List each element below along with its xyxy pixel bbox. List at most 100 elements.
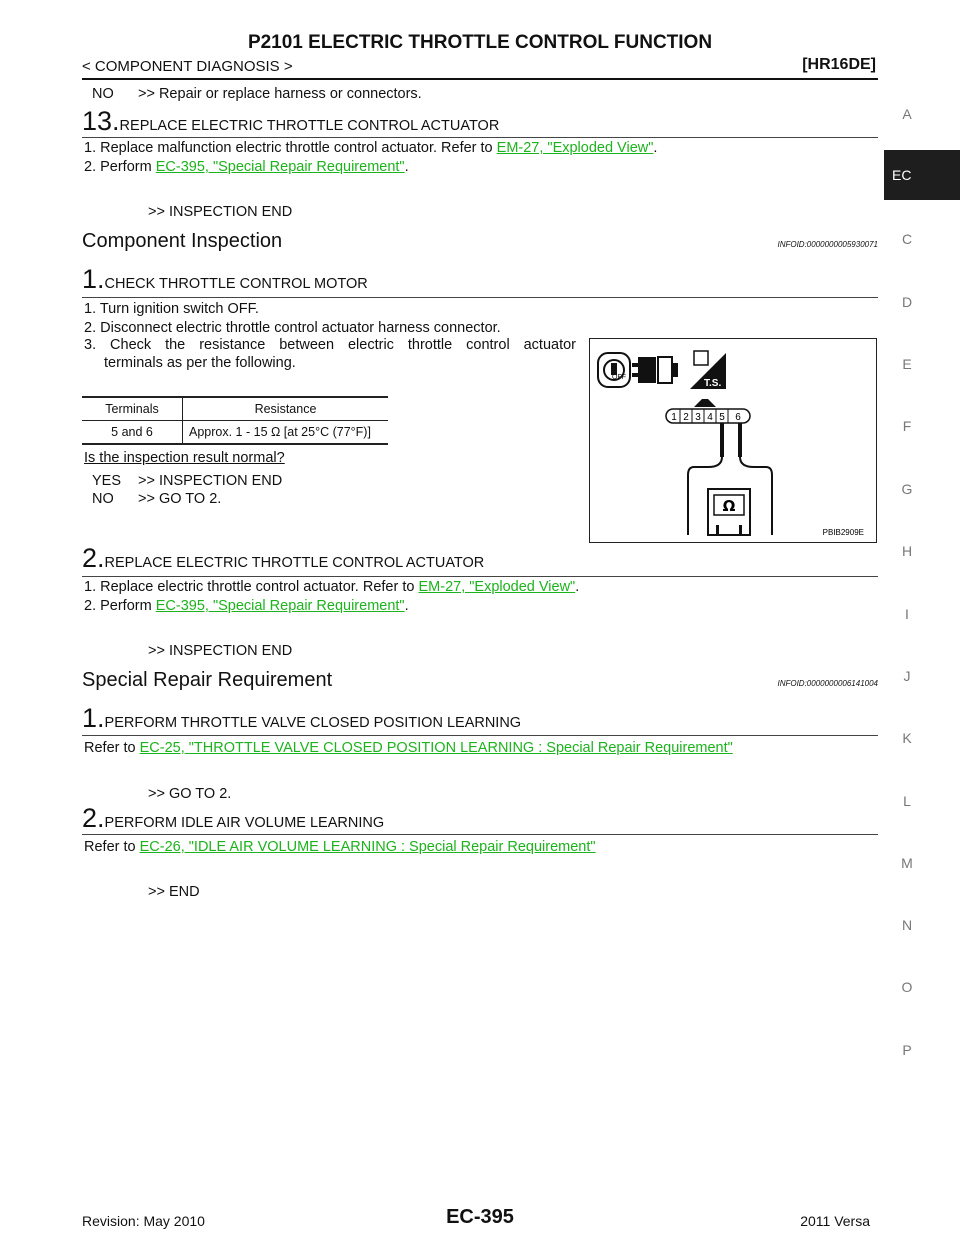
section-title-component-inspection: Component Inspection [82,230,283,252]
item-end: . [404,159,409,175]
terminal-label: 4 [707,412,713,423]
step-title: PERFORM THROTTLE VALVE CLOSED POSITION L… [104,715,522,731]
link-em27-exploded-view[interactable]: EM-27, "Exploded View" [496,140,654,156]
sr-step-1-result: >> GO TO 2. [148,786,232,802]
sr-step-1-heading: 1.PERFORM THROTTLE VALVE CLOSED POSITION… [82,703,521,734]
step-title: REPLACE ELECTRIC THROTTLE CONTROL ACTUAT… [119,118,500,134]
step-number: 1. [82,264,105,294]
info-id: INFOID:0000000006141004 [777,679,878,688]
breadcrumb: < COMPONENT DIAGNOSIS > [82,58,293,75]
table-cell: Approx. 1 - 15 Ω [at 25°C (77°F)] [189,425,371,439]
item-end: . [575,579,580,595]
ci-step-2-result: >> INSPECTION END [148,643,293,659]
no-text: >> GO TO 2. [138,491,222,507]
off-label: OFF [612,374,626,381]
sr-step-1-refer: Refer to EC-25, "THROTTLE VALVE CLOSED P… [84,740,733,756]
ci-step-2-heading: 2.REPLACE ELECTRIC THROTTLE CONTROL ACTU… [82,543,484,574]
step-rule [82,834,878,835]
step-number: 1. [82,703,105,733]
ci-step-1-item-1: 1. Turn ignition switch OFF. [84,301,259,317]
step-rule [82,735,878,736]
sidebar-tab-ec-active[interactable]: EC [884,150,960,200]
item-end: . [653,140,658,156]
engine-code: [HR16DE] [802,56,876,73]
table-row: 5 and 6 Approx. 1 - 15 Ω [at 25°C (77°F)… [82,421,388,443]
sidebar-tab-i[interactable]: I [905,606,909,622]
footer-model: 2011 Versa [800,1213,870,1229]
link-ec395-special-repair[interactable]: EC-395, "Special Repair Requirement" [155,159,405,175]
step-rule [82,137,878,138]
disconnect-connector-icon [632,356,678,384]
ci-step-1-item-3-cont: terminals as per the following. [104,355,296,371]
refer-text: Refer to [84,839,140,855]
sidebar-tab-j[interactable]: J [903,668,911,684]
yes-label: YES [92,473,122,489]
sr-step-2-refer: Refer to EC-26, "IDLE AIR VOLUME LEARNIN… [84,839,596,855]
info-id: INFOID:0000000005930071 [777,240,878,249]
step-title: CHECK THROTTLE CONTROL MOTOR [104,276,368,292]
yes-text: >> INSPECTION END [138,473,283,489]
terminal-label: 2 [683,412,689,423]
sidebar-tab-l[interactable]: L [903,793,911,809]
terminal-connector: 1 2 3 4 5 6 [665,399,751,424]
meter-probes [687,423,773,535]
ci-step-1-item-3: 3. Check the resistance between electric… [84,337,576,353]
sidebar-tab-p[interactable]: P [902,1042,912,1058]
header-rule [82,78,878,80]
item-text: 1. Replace malfunction electric throttle… [84,140,497,156]
ci-step-2-item-1: 1. Replace electric throttle control act… [84,579,579,595]
terminal-side-connector-icon: T.S. [690,350,726,389]
ci-step-1-item-2: 2. Disconnect electric throttle control … [84,320,501,336]
refer-text: Refer to [84,740,140,756]
table-header-cell: Resistance [254,402,317,416]
step-number: 13. [82,106,120,136]
step-rule [82,576,878,577]
section-title-special-repair: Special Repair Requirement [82,669,333,691]
intro-no-label: NO [92,86,114,102]
sidebar-tab-d[interactable]: D [901,294,913,310]
inspection-question: Is the inspection result normal? [84,450,285,466]
sidebar-tab-a[interactable]: A [902,106,912,122]
table-header-row: Terminals Resistance [82,398,388,420]
link-ec395-special-repair[interactable]: EC-395, "Special Repair Requirement" [155,598,405,614]
terminal-label: 3 [695,412,701,423]
table-cell: 5 and 6 [82,421,183,443]
sidebar-tab-h[interactable]: H [901,543,913,559]
step-13-result: >> INSPECTION END [148,204,293,220]
step-13-heading: 13.REPLACE ELECTRIC THROTTLE CONTROL ACT… [82,106,499,137]
terminal-label: 6 [735,412,741,423]
step-13-item-2: 2. Perform EC-395, "Special Repair Requi… [84,159,409,175]
sidebar-tab-e[interactable]: E [902,356,912,372]
resistance-spec-table: Terminals Resistance 5 and 6 Approx. 1 -… [82,396,388,445]
sr-step-2-result: >> END [148,884,200,900]
figure-diagram: OFF T.S. 1 2 3 4 5 6 [597,350,864,537]
sidebar-tab-o[interactable]: O [901,979,913,995]
sidebar-tab-n[interactable]: N [901,917,913,933]
terminal-label: 1 [671,412,677,423]
item-text: 2. Perform [84,598,156,614]
step-number: 2. [82,803,105,833]
footer-page-number: EC-395 [446,1206,514,1228]
ohm-symbol: Ω [723,497,736,515]
item-text: 1. Replace electric throttle control act… [84,579,419,595]
link-ec26-idle-air-volume-learning[interactable]: EC-26, "IDLE AIR VOLUME LEARNING : Speci… [139,839,596,855]
step-number: 2. [82,543,105,573]
sidebar-tab-m[interactable]: M [901,855,913,871]
item-end: . [404,598,409,614]
figure-code: PBIB2909E [823,528,864,537]
item-text: 2. Perform [84,159,156,175]
sidebar-tab-f[interactable]: F [902,418,912,434]
step-title: PERFORM IDLE AIR VOLUME LEARNING [104,815,385,831]
sidebar-tab-g[interactable]: G [901,481,913,497]
page-title: P2101 ELECTRIC THROTTLE CONTROL FUNCTION [247,32,713,53]
ignition-off-icon: OFF [597,352,631,388]
sidebar-tab-k[interactable]: K [902,730,912,746]
table-header-cell: Terminals [82,398,183,420]
terminal-label: 5 [719,412,725,423]
link-em27-exploded-view[interactable]: EM-27, "Exploded View" [418,579,576,595]
step-13-item-1: 1. Replace malfunction electric throttle… [84,140,657,156]
link-ec25-throttle-valve-learning[interactable]: EC-25, "THROTTLE VALVE CLOSED POSITION L… [139,740,733,756]
ci-step-1-heading: 1.CHECK THROTTLE CONTROL MOTOR [82,264,368,295]
sidebar-tab-c[interactable]: C [901,231,913,247]
throttle-motor-figure: OFF T.S. 1 2 3 4 5 6 [589,338,877,543]
